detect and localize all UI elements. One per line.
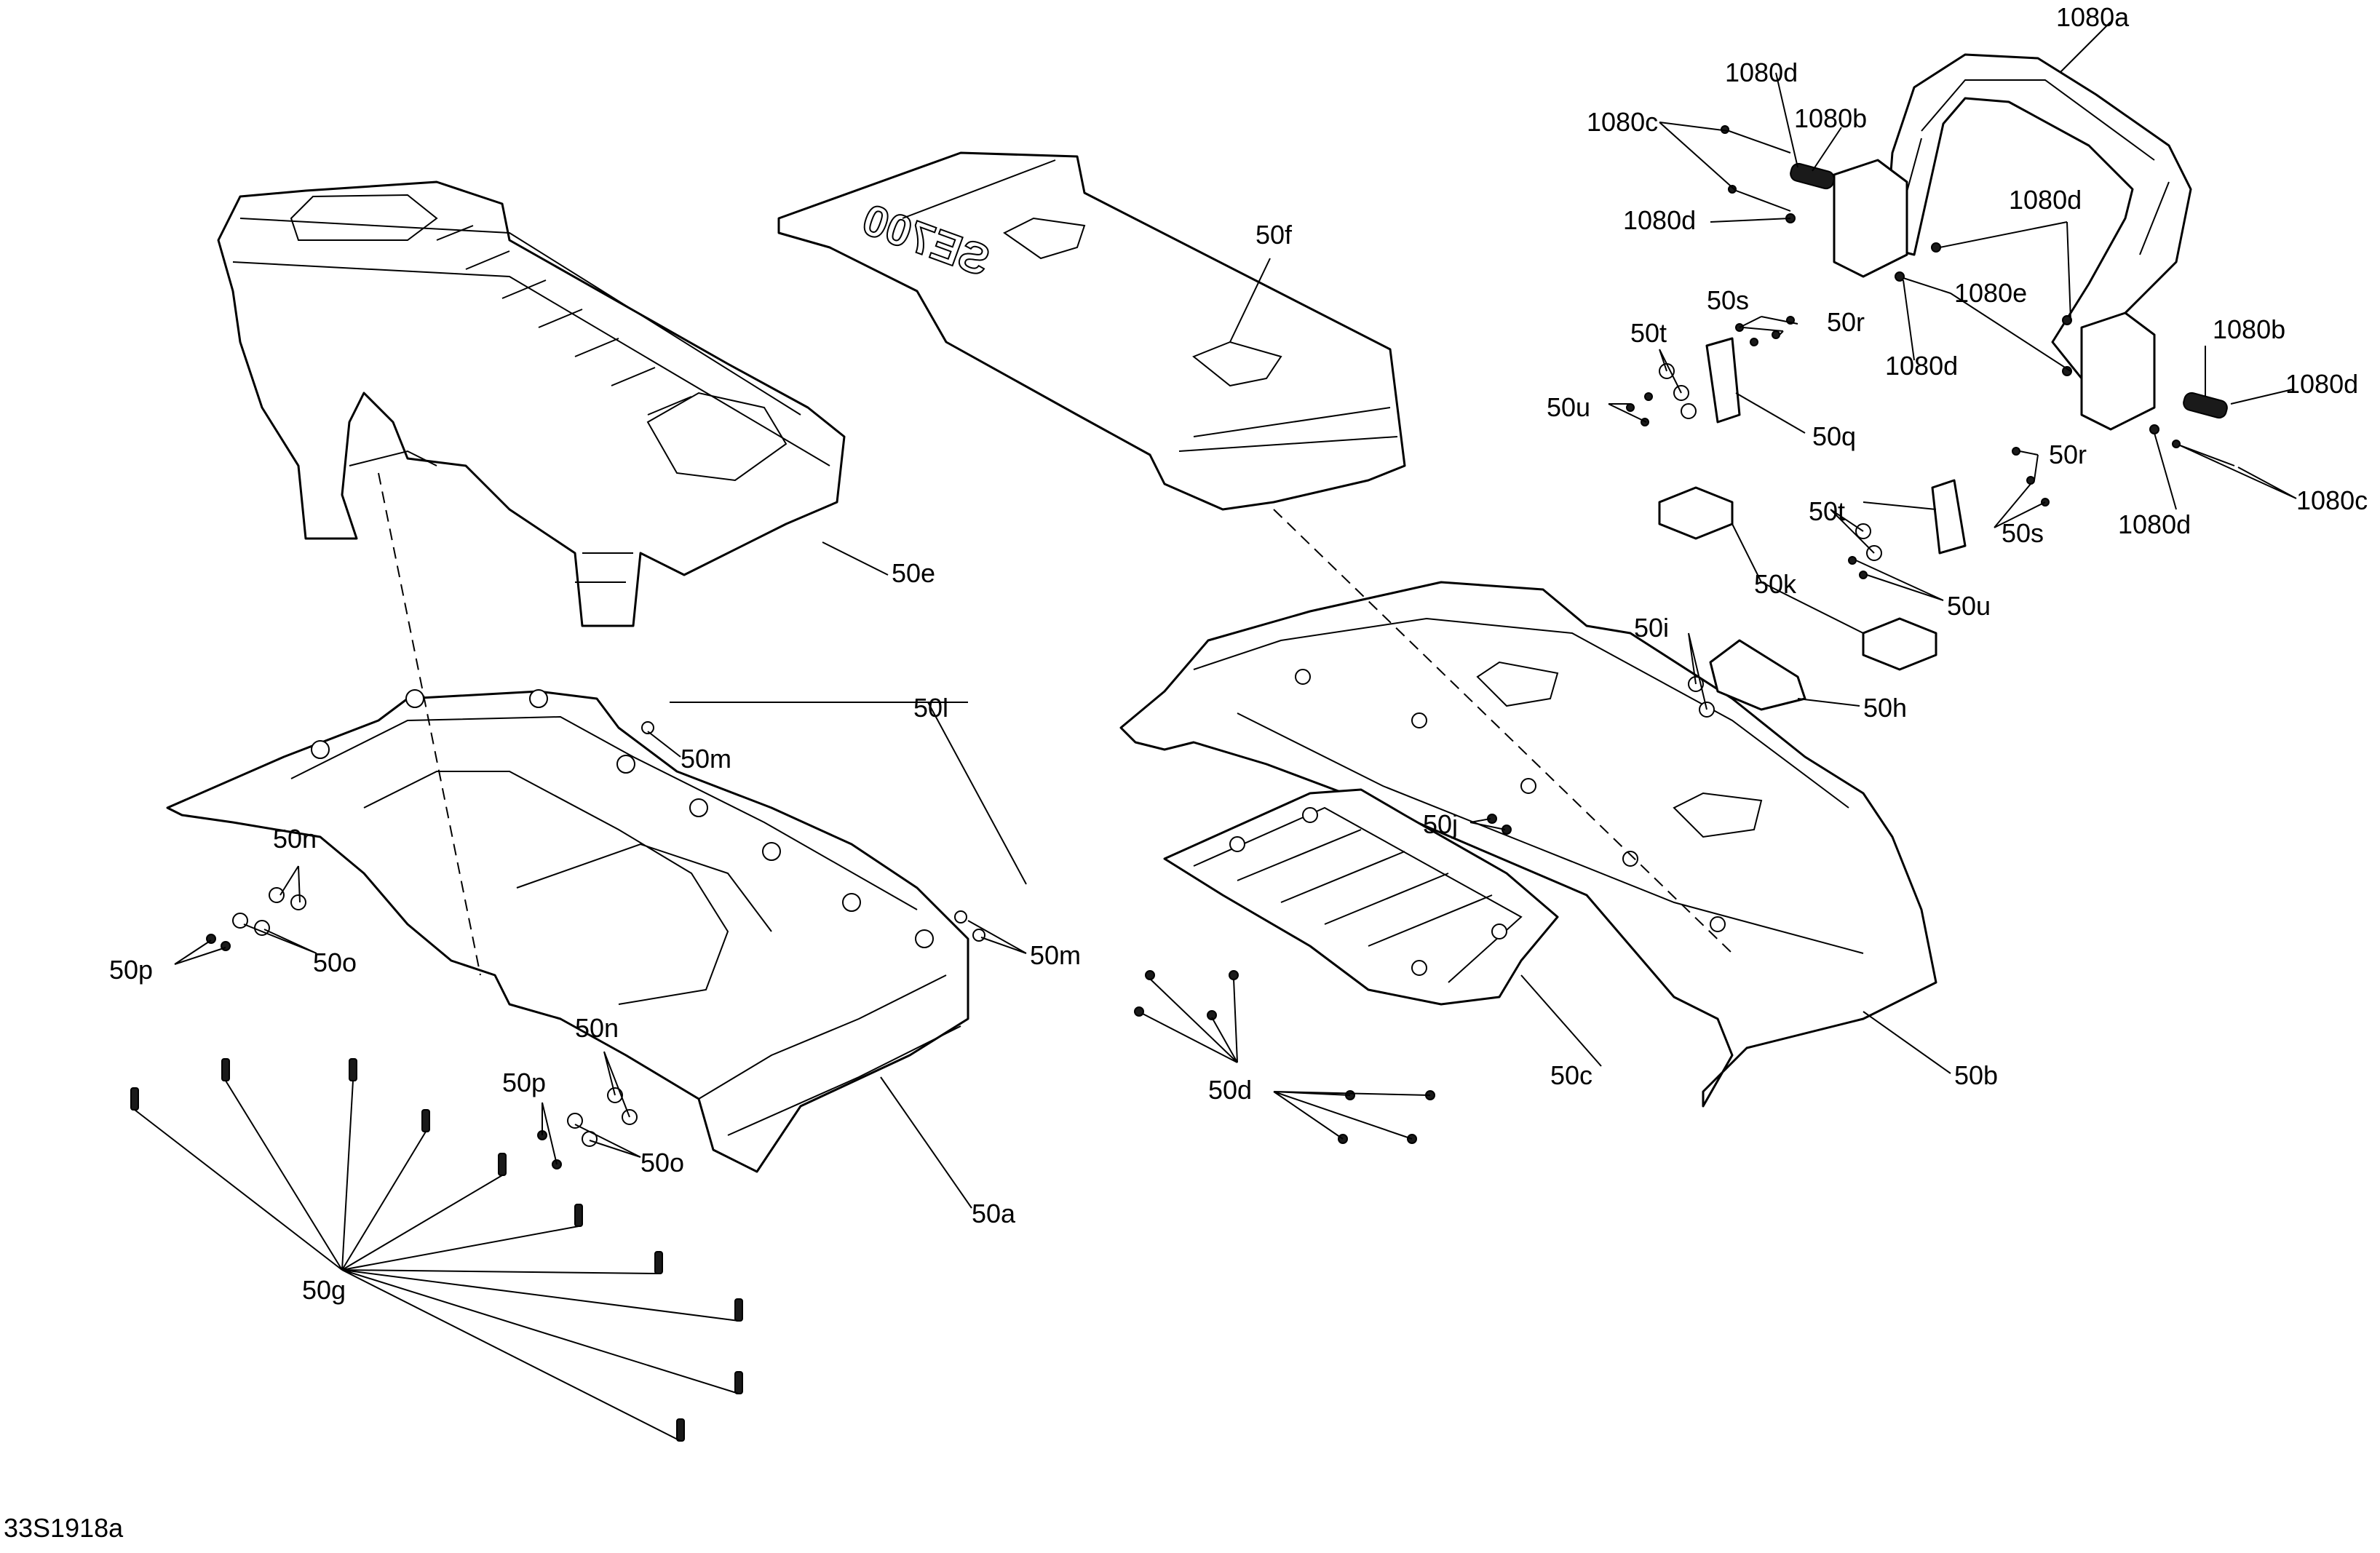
- part-50c-plate: [1163, 788, 1559, 1006]
- callout-50a: 50a: [972, 1199, 1016, 1228]
- callout-50o-left: 50o: [313, 948, 357, 977]
- callout-1080d-right: 1080d: [2009, 185, 2082, 215]
- callout-1080d-lower: 1080d: [1885, 351, 1958, 381]
- part-50q-bracket-2: [1931, 479, 1967, 555]
- part-1080b-spring-2: [2183, 392, 2228, 419]
- callout-50i: 50i: [1634, 613, 1669, 643]
- callout-1080b-top: 1080b: [1794, 103, 1867, 133]
- callout-1080c-top: 1080c: [1587, 107, 1658, 137]
- callout-1080a: 1080a: [2056, 2, 2130, 32]
- callout-50n-center: 50n: [575, 1013, 619, 1043]
- part-50a-tray: [166, 689, 969, 1173]
- part-1080b-spring-1: [1790, 162, 1835, 190]
- callout-50m-right: 50m: [1030, 940, 1081, 970]
- callout-50g: 50g: [302, 1275, 346, 1305]
- part-50h-latch: [1709, 639, 1806, 711]
- part-50f-mat: SE700: [777, 151, 1406, 511]
- callout-50f: 50f: [1256, 220, 1293, 250]
- callout-50u-lower: 50u: [1947, 591, 1991, 621]
- callout-50r-top: 50r: [1827, 307, 1865, 337]
- callout-50r-lower: 50r: [2049, 440, 2087, 469]
- fasteners: [130, 125, 2235, 1442]
- callout-50l: 50l: [913, 693, 948, 723]
- part-50k-box-2: [1862, 617, 1937, 671]
- leader-lines: [134, 21, 2297, 1442]
- callout-50o-center: 50o: [640, 1148, 684, 1177]
- callout-1080d-mid: 1080d: [1623, 205, 1696, 235]
- callout-1080e: 1080e: [1954, 278, 2027, 308]
- callout-50c: 50c: [1550, 1060, 1592, 1090]
- callout-labels: 1080a 1080d 1080b 1080c 1080d 1080d 1080…: [109, 2, 2368, 1305]
- callout-50j: 50j: [1423, 809, 1458, 839]
- callout-50n-left: 50n: [273, 824, 317, 854]
- callout-50s-top: 50s: [1707, 285, 1749, 315]
- callout-50q: 50q: [1812, 421, 1856, 451]
- callout-50k: 50k: [1754, 569, 1797, 599]
- callout-50h: 50h: [1863, 693, 1907, 723]
- part-50k-box-1: [1658, 486, 1734, 540]
- callout-50e: 50e: [892, 558, 935, 588]
- callout-50p-center: 50p: [502, 1068, 546, 1097]
- callout-1080b-right: 1080b: [2213, 314, 2285, 344]
- drawing-id: 33S1918a: [4, 1513, 124, 1543]
- callout-1080d-far-right: 1080d: [2285, 369, 2358, 399]
- callout-50b: 50b: [1954, 1060, 1998, 1090]
- callout-1080d-bottom: 1080d: [2118, 509, 2191, 539]
- callout-1080c-right: 1080c: [2296, 485, 2368, 515]
- callout-50u-top: 50u: [1547, 392, 1590, 422]
- callout-50d: 50d: [1208, 1075, 1252, 1105]
- callout-50t-lower: 50t: [1809, 496, 1845, 526]
- alignment-lines: [378, 472, 1733, 976]
- callout-50p-left: 50p: [109, 955, 153, 985]
- callout-1080d-top: 1080d: [1725, 57, 1798, 87]
- callout-50m-top: 50m: [681, 744, 731, 774]
- part-1080a-handle: [1833, 53, 2192, 431]
- callout-50s-lower: 50s: [2002, 518, 2044, 548]
- part-50q-bracket-1: [1705, 337, 1741, 424]
- callout-50t-top: 50t: [1630, 318, 1667, 348]
- part-50e-cover: [217, 180, 846, 627]
